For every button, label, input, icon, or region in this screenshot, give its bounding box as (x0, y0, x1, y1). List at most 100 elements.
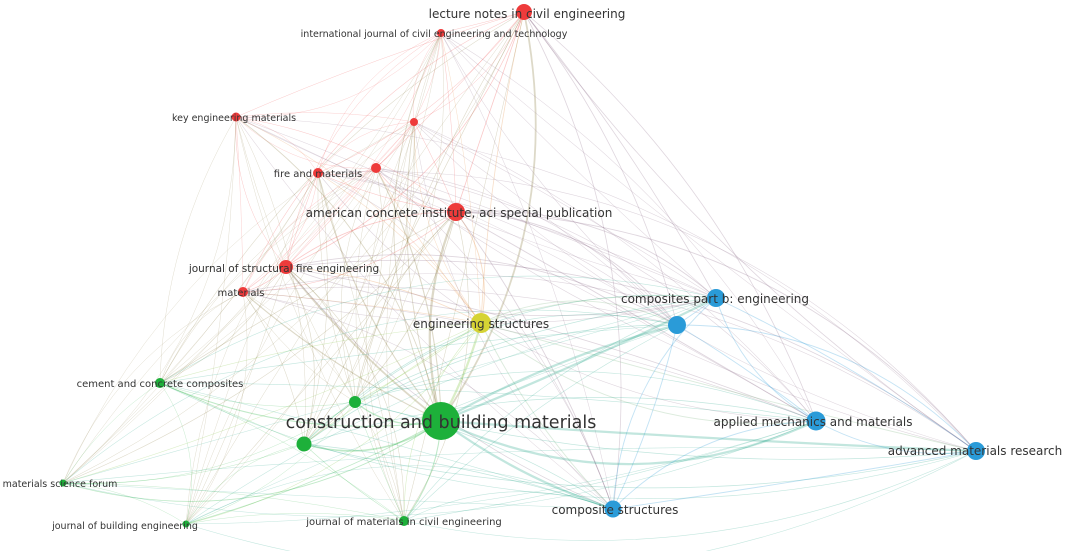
network-edge (480, 295, 717, 324)
network-edge (455, 211, 614, 510)
network-edge (62, 482, 405, 522)
network-edge (455, 211, 977, 452)
network-node[interactable] (806, 411, 826, 431)
network-node[interactable] (967, 442, 985, 460)
node-label: cement and concrete composites (77, 379, 244, 390)
network-edge (285, 254, 678, 326)
node-label: lecture notes in civil engineering (429, 7, 626, 21)
network-edge (354, 11, 525, 403)
network-node[interactable] (155, 378, 165, 388)
network-edge (375, 11, 525, 169)
network-edge (242, 211, 457, 293)
network-edge (242, 291, 614, 510)
network-edge (340, 167, 377, 403)
network-edge (242, 172, 319, 293)
network-node[interactable] (59, 479, 67, 487)
network-edge (403, 324, 678, 522)
network-edge (413, 121, 457, 213)
network-node[interactable] (279, 260, 293, 274)
network-edge (159, 291, 244, 384)
network-edge (159, 211, 457, 384)
network-edge (235, 112, 415, 123)
network-edge (235, 116, 457, 213)
network-edge (242, 32, 442, 293)
network-edge (612, 450, 977, 510)
network-edge (159, 32, 442, 384)
network-edge (185, 450, 977, 551)
network-edge (62, 401, 356, 484)
network-edge (366, 121, 415, 522)
network-node[interactable] (182, 520, 190, 528)
network-edge (185, 32, 442, 525)
node-label: fire and materials (274, 169, 362, 180)
network-edge (412, 32, 442, 123)
node-label: journal of materials in civil engineerin… (305, 517, 502, 528)
network-node[interactable] (349, 396, 361, 408)
network-node[interactable] (313, 168, 323, 178)
network-edge (185, 266, 287, 525)
network-node[interactable] (422, 402, 460, 440)
node-layer (59, 4, 985, 528)
network-edge (317, 172, 482, 324)
network-node[interactable] (399, 516, 409, 526)
network-edge (612, 297, 717, 510)
network-edge (303, 443, 405, 522)
network-edge (285, 266, 482, 324)
network-node[interactable] (371, 163, 381, 173)
network-edge (185, 297, 717, 525)
network-node[interactable] (471, 313, 491, 333)
node-label: composites part b: engineering (621, 292, 809, 306)
network-node[interactable] (604, 500, 622, 518)
label-layer: lecture notes in civil engineeringintern… (3, 7, 1063, 532)
network-node[interactable] (437, 29, 445, 37)
node-label: journal of structural fire engineering (188, 263, 379, 275)
network-edge (523, 11, 817, 422)
network-edge (185, 420, 442, 525)
network-node[interactable] (231, 112, 241, 122)
network-node[interactable] (668, 316, 686, 334)
network-edge (317, 32, 442, 174)
network-edge (235, 116, 482, 324)
network-edge (159, 382, 977, 499)
network-node[interactable] (238, 287, 248, 297)
network-edge (317, 172, 817, 422)
network-node[interactable] (707, 289, 725, 307)
network-edge (242, 286, 678, 326)
network-edge (303, 322, 482, 445)
network-edge (285, 266, 817, 422)
network-edge (159, 167, 377, 384)
network-edge (303, 211, 457, 445)
network-edge (159, 382, 192, 525)
network-edge (62, 382, 161, 484)
network-edge (455, 210, 717, 299)
network-edge (185, 121, 415, 525)
network-edge (317, 172, 457, 213)
network-edge (62, 482, 187, 525)
network-edge (62, 266, 287, 484)
network-node[interactable] (410, 118, 418, 126)
network-edge (62, 291, 244, 484)
network-edge (440, 419, 977, 453)
network-edge (375, 167, 457, 213)
network-edge (406, 121, 442, 422)
network-edge (403, 420, 817, 522)
network-edge (354, 297, 717, 403)
network-edge (159, 382, 614, 510)
network-node[interactable] (516, 4, 532, 20)
network-edge (242, 291, 405, 522)
network-edge (62, 32, 442, 484)
network-node[interactable] (447, 203, 465, 221)
network-edge (159, 266, 287, 384)
network-edge (285, 167, 377, 268)
network-edge (303, 121, 415, 445)
network-edge (355, 167, 405, 522)
network-edge (285, 11, 525, 268)
network-edge (185, 11, 525, 525)
network-edge (285, 121, 415, 268)
network-edge (375, 167, 442, 422)
network-node[interactable] (296, 436, 312, 452)
network-edge (185, 172, 319, 525)
network-edge (303, 32, 442, 445)
node-label: advanced materials research (888, 444, 1063, 458)
